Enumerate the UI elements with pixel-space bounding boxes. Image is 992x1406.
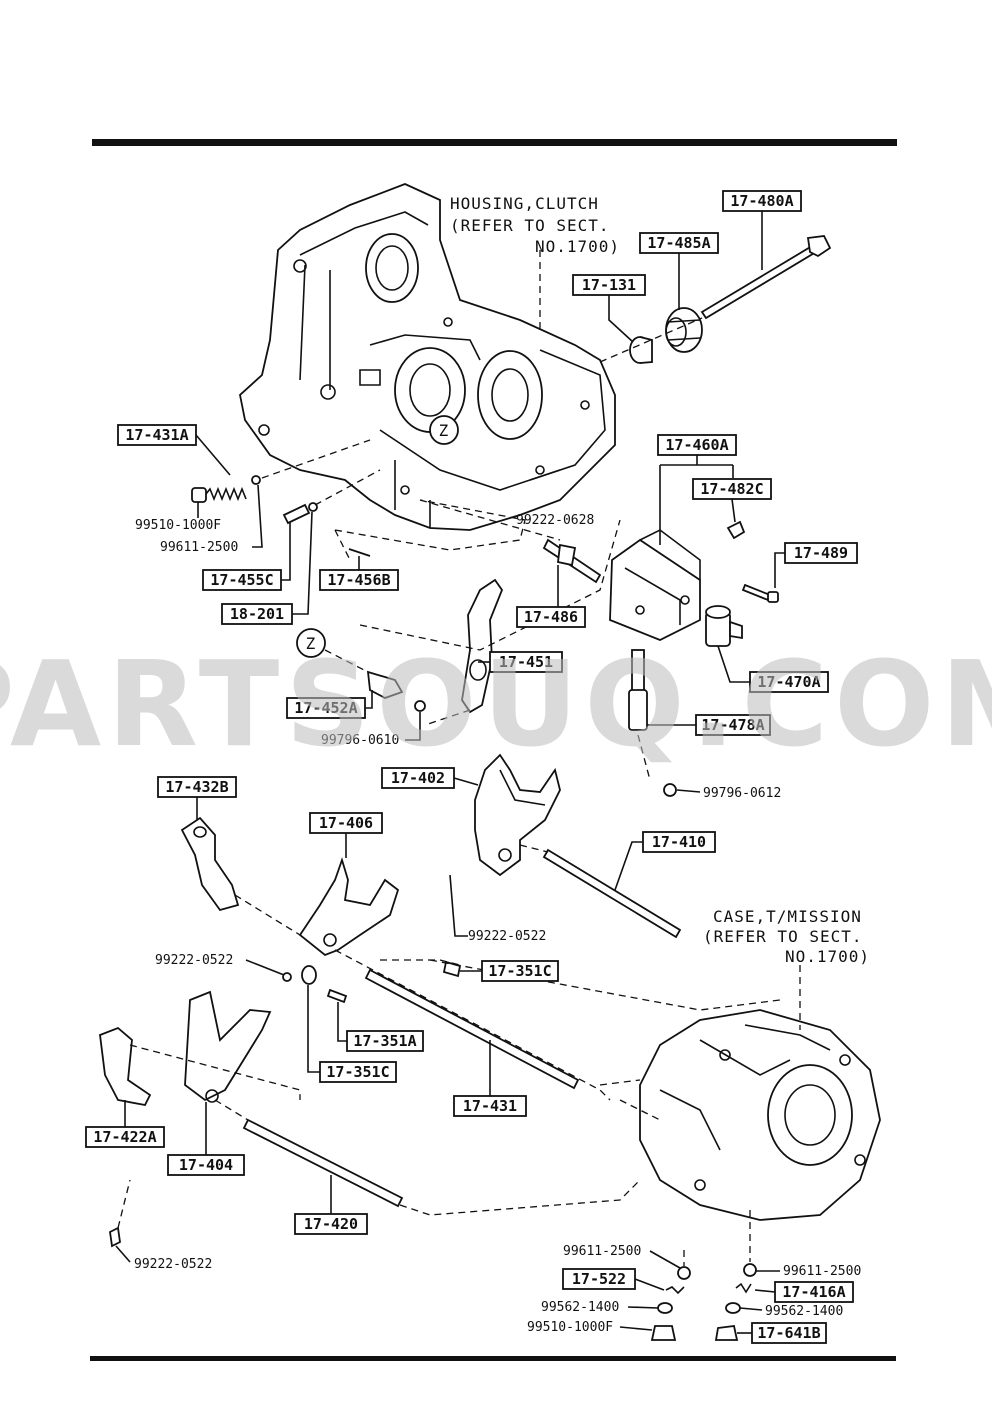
label-17-351C-top[interactable]: 17-351C — [488, 962, 551, 980]
label-99510-1000F-top[interactable]: 99510-1000F — [135, 518, 221, 533]
svg-text:(REFER TO SECT.: (REFER TO SECT. — [450, 216, 610, 235]
fork-17-404 — [184, 990, 272, 1103]
label-17-455C[interactable]: 17-455C — [210, 571, 273, 589]
label-17-351A[interactable]: 17-351A — [353, 1032, 416, 1050]
label-18-201[interactable]: 18-201 — [230, 605, 284, 623]
label-17-452A[interactable]: 17-452A — [294, 699, 357, 717]
label-17-422A[interactable]: 17-422A — [93, 1128, 156, 1146]
label-99222-0628[interactable]: 99222-0628 — [516, 513, 594, 528]
label-17-478A[interactable]: 17-478A — [701, 716, 764, 734]
label-17-641B[interactable]: 17-641B — [757, 1324, 820, 1342]
rod-17-480A — [700, 235, 832, 320]
rod-17-410 — [542, 848, 682, 939]
label-99611-2500-left[interactable]: 99611-2500 — [563, 1244, 641, 1259]
label-17-404[interactable]: 17-404 — [179, 1156, 233, 1174]
label-17-485A[interactable]: 17-485A — [647, 234, 710, 252]
svg-text:Z: Z — [439, 421, 450, 440]
label-99611-2500-right[interactable]: 99611-2500 — [783, 1264, 861, 1279]
svg-text:HOUSING,CLUTCH: HOUSING,CLUTCH — [450, 194, 599, 213]
label-17-416A[interactable]: 17-416A — [782, 1283, 845, 1301]
label-99796-0610[interactable]: 99796-0610 — [321, 733, 399, 748]
label-17-406[interactable]: 17-406 — [319, 814, 373, 832]
svg-text:CASE,T/MISSION: CASE,T/MISSION — [713, 907, 862, 926]
label-17-489[interactable]: 17-489 — [794, 544, 848, 562]
label-17-351C[interactable]: 17-351C — [326, 1063, 389, 1081]
pin-17-486 — [542, 538, 602, 584]
label-99611-2500-top[interactable]: 99611-2500 — [160, 540, 238, 555]
note-case-tmission: CASE,T/MISSION (REFER TO SECT. NO.1700) — [703, 907, 870, 966]
sensor-17-478A — [628, 649, 648, 731]
switch-17-470A — [705, 605, 743, 647]
spring-plug-assembly — [191, 475, 318, 525]
label-99562-1400-right[interactable]: 99562-1400 — [765, 1304, 843, 1319]
svg-text:NO.1700): NO.1700) — [785, 947, 870, 966]
rod-17-431 — [364, 968, 580, 1090]
label-17-420[interactable]: 17-420 — [304, 1215, 358, 1233]
boot-17-485A — [665, 307, 703, 353]
clutch-housing-drawing — [239, 183, 616, 531]
z-marker-top: Z — [429, 415, 459, 445]
label-99222-0522-c[interactable]: 99222-0522 — [134, 1257, 212, 1272]
label-17-470A[interactable]: 17-470A — [757, 673, 820, 691]
bracket-17-432B — [180, 816, 240, 912]
watermark-partsouq: PARTSOUQ.COM — [0, 635, 992, 773]
rod-17-420 — [242, 1118, 404, 1208]
label-99562-1400-left[interactable]: 99562-1400 — [541, 1300, 619, 1315]
transmission-case-drawing — [639, 1009, 881, 1221]
label-17-451[interactable]: 17-451 — [499, 653, 553, 671]
svg-text:(REFER TO SECT.: (REFER TO SECT. — [703, 927, 863, 946]
fork-17-402 — [474, 753, 561, 877]
label-99222-0522-b[interactable]: 99222-0522 — [155, 953, 233, 968]
label-17-431[interactable]: 17-431 — [463, 1097, 517, 1115]
svg-text:Z: Z — [306, 634, 317, 653]
label-17-480A[interactable]: 17-480A — [730, 192, 793, 210]
label-99222-0522-a[interactable]: 99222-0522 — [468, 929, 546, 944]
label-17-460A[interactable]: 17-460A — [665, 436, 728, 454]
sleeve-17-131 — [629, 336, 653, 364]
z-marker-mid: Z — [296, 628, 326, 658]
bracket-17-422A — [99, 1026, 152, 1107]
note-housing-clutch: HOUSING,CLUTCH (REFER TO SECT. NO.1700) — [450, 194, 620, 256]
svg-text:NO.1700): NO.1700) — [535, 237, 620, 256]
fork-17-406 — [298, 857, 400, 957]
label-17-482C[interactable]: 17-482C — [700, 480, 763, 498]
label-99510-1000F-bottom[interactable]: 99510-1000F — [527, 1320, 613, 1335]
label-17-131[interactable]: 17-131 — [582, 276, 636, 294]
top-rule — [92, 139, 897, 146]
label-99796-0612[interactable]: 99796-0612 — [703, 786, 781, 801]
label-17-402[interactable]: 17-402 — [391, 769, 445, 787]
label-17-410[interactable]: 17-410 — [652, 833, 706, 851]
label-17-456B[interactable]: 17-456B — [327, 571, 390, 589]
cover-17-460A — [609, 529, 701, 641]
label-17-432B[interactable]: 17-432B — [165, 778, 228, 796]
clip-17-482C — [726, 520, 746, 540]
label-17-486[interactable]: 17-486 — [524, 608, 578, 626]
bolt-17-489 — [741, 583, 779, 603]
bracket-17-452A — [366, 670, 426, 712]
label-17-431A[interactable]: 17-431A — [125, 426, 188, 444]
shift-lever-17-451 — [461, 578, 504, 714]
bottom-rule — [90, 1356, 896, 1361]
label-17-522[interactable]: 17-522 — [572, 1270, 626, 1288]
